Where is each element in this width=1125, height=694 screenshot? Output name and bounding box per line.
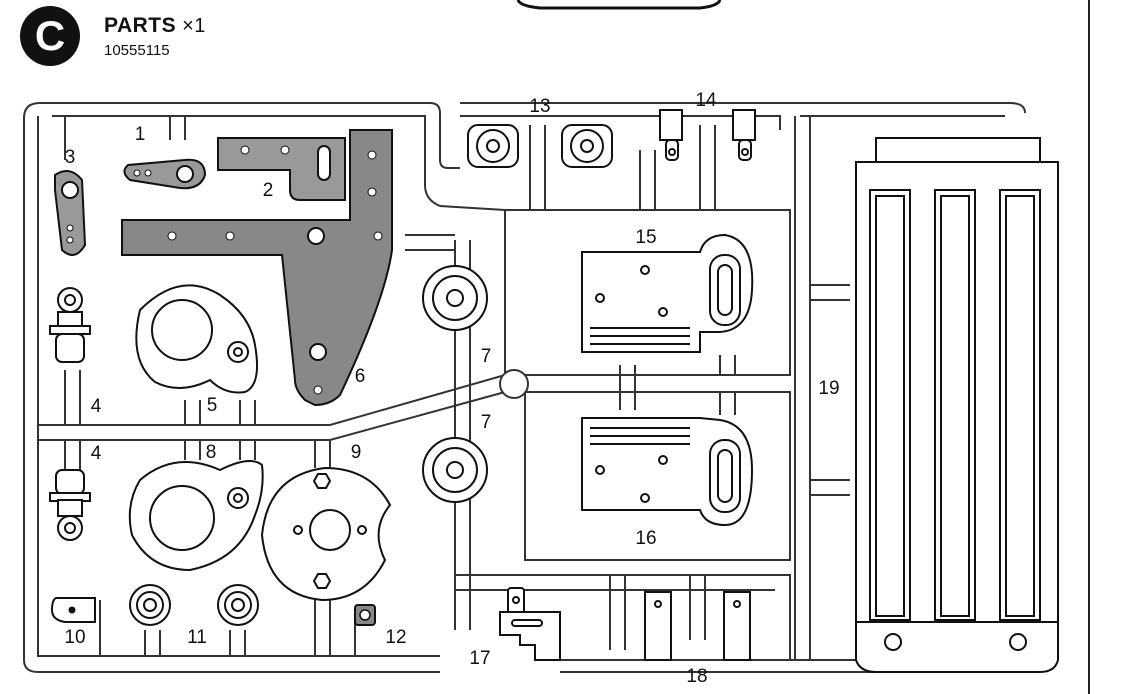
part-label-16: 16 <box>635 528 656 549</box>
part-7a <box>422 265 488 331</box>
sheet-code: 10555115 <box>104 42 170 59</box>
part-label-7a: 7 <box>481 346 492 367</box>
part-label-4b: 4 <box>91 443 102 464</box>
part-label-12: 12 <box>385 627 406 648</box>
part-3 <box>54 170 87 256</box>
part-label-14: 14 <box>695 90 717 111</box>
part-label-8: 8 <box>206 442 217 463</box>
part-labels: 1 2 3 4 4 5 6 7 7 8 9 10 11 12 13 14 15 … <box>64 90 839 687</box>
part-5 <box>135 284 258 394</box>
part-label-7b: 7 <box>481 412 492 433</box>
sheet-title: PARTS×1 <box>104 14 206 38</box>
part-9 <box>260 466 392 602</box>
part-1 <box>123 158 207 190</box>
part-13a <box>467 124 519 168</box>
part-18b <box>723 591 751 661</box>
part-4b <box>49 469 91 541</box>
part-label-5: 5 <box>207 395 218 416</box>
part-label-1: 1 <box>135 124 146 145</box>
part-label-2: 2 <box>263 180 274 201</box>
part-10 <box>50 597 96 623</box>
part-14a <box>659 109 683 161</box>
part-15 <box>581 233 754 353</box>
part-11a <box>129 584 171 626</box>
part-2 <box>217 137 346 201</box>
part-label-10: 10 <box>64 627 85 648</box>
part-4a <box>49 287 91 363</box>
part-label-6: 6 <box>355 366 366 387</box>
part-11b <box>217 584 259 626</box>
part-19 <box>855 137 1059 673</box>
part-17 <box>499 587 561 661</box>
part-label-4a: 4 <box>91 396 102 417</box>
part-12 <box>354 604 376 626</box>
sheet-letter: C <box>35 12 65 59</box>
part-label-13: 13 <box>529 96 550 117</box>
part-13b <box>561 124 613 168</box>
part-8 <box>128 460 264 572</box>
part-14b <box>732 109 756 161</box>
part-label-9: 9 <box>351 442 362 463</box>
part-label-19: 19 <box>818 378 839 399</box>
part-label-17: 17 <box>469 648 490 669</box>
part-label-3: 3 <box>65 147 76 168</box>
part-label-18: 18 <box>686 666 707 687</box>
page-border <box>1088 0 1090 694</box>
part-6 <box>121 129 393 407</box>
part-16 <box>581 417 754 527</box>
part-label-15: 15 <box>635 227 656 248</box>
sheet-quantity: ×1 <box>182 15 206 37</box>
part-18a <box>644 591 672 661</box>
part-7b <box>422 437 488 503</box>
sheet-letter-badge: C <box>20 6 80 66</box>
part-label-11: 11 <box>187 627 207 648</box>
sheet-title-text: PARTS <box>104 14 177 37</box>
